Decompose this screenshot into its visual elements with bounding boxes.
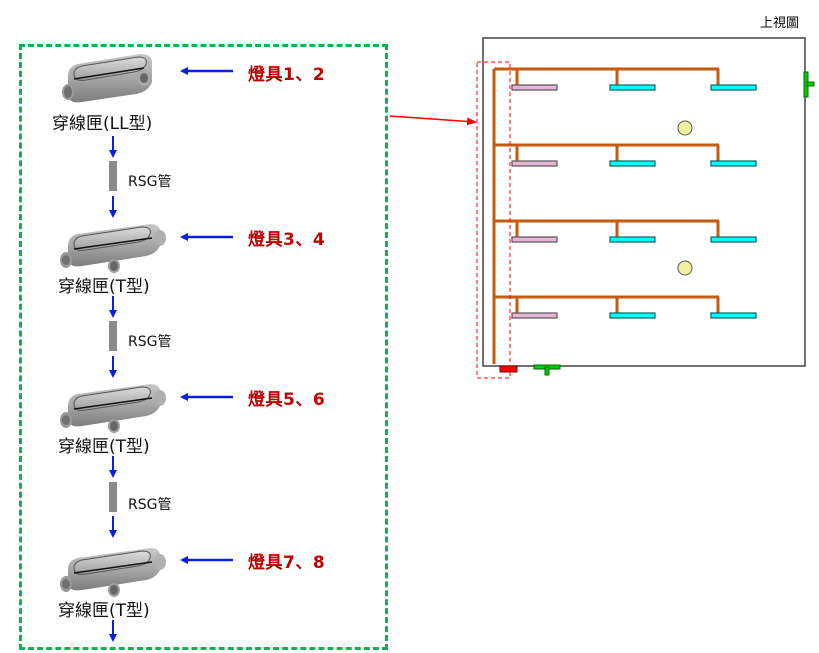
junction-box-label: 穿線匣(T型) — [58, 277, 150, 297]
junction-green-bottom-stub — [544, 366, 550, 376]
highlight-dashed-box — [476, 61, 511, 379]
light-fixture — [710, 84, 757, 91]
fixture-label: 燈具7、8 — [248, 553, 326, 573]
top-view-title: 上視圖 — [760, 16, 800, 31]
light-fixture — [511, 160, 558, 167]
junction-red-bottom — [499, 365, 518, 373]
ceiling-sensor — [677, 260, 693, 276]
light-fixture — [609, 84, 656, 91]
junction-box-t-icon — [60, 224, 166, 273]
rsg-pipe — [109, 482, 117, 512]
light-fixture — [710, 236, 757, 243]
pointer-arrow — [389, 115, 477, 126]
junction-box-label: 穿線匣(T型) — [58, 601, 150, 621]
junction-box-ll-icon — [62, 54, 152, 103]
conduit-chain-group — [19, 44, 388, 650]
light-fixture — [511, 84, 558, 91]
junction-box-label: 穿線匣(LL型) — [52, 114, 153, 134]
fixture-label: 燈具3、4 — [248, 230, 326, 250]
junction-box-label: 穿線匣(T型) — [58, 437, 150, 457]
pipe-label: RSG管 — [128, 174, 172, 190]
light-fixture — [710, 160, 757, 167]
light-fixture — [511, 236, 558, 243]
light-fixture — [609, 236, 656, 243]
junction-green-right-stub — [806, 81, 815, 87]
ceiling-sensor — [677, 120, 693, 136]
junction-box-t-icon — [60, 384, 166, 433]
rsg-pipe — [109, 161, 117, 191]
pipe-label: RSG管 — [128, 497, 172, 513]
light-fixture — [609, 160, 656, 167]
light-fixture — [710, 312, 757, 319]
pipe-label: RSG管 — [128, 334, 172, 350]
fixture-label: 燈具5、6 — [248, 390, 326, 410]
fixture-label: 燈具1、2 — [248, 65, 326, 85]
room-outline — [482, 37, 806, 367]
light-fixture — [609, 312, 656, 319]
rsg-pipe — [109, 321, 117, 351]
junction-box-t-icon — [60, 548, 166, 597]
light-fixture — [511, 312, 558, 319]
